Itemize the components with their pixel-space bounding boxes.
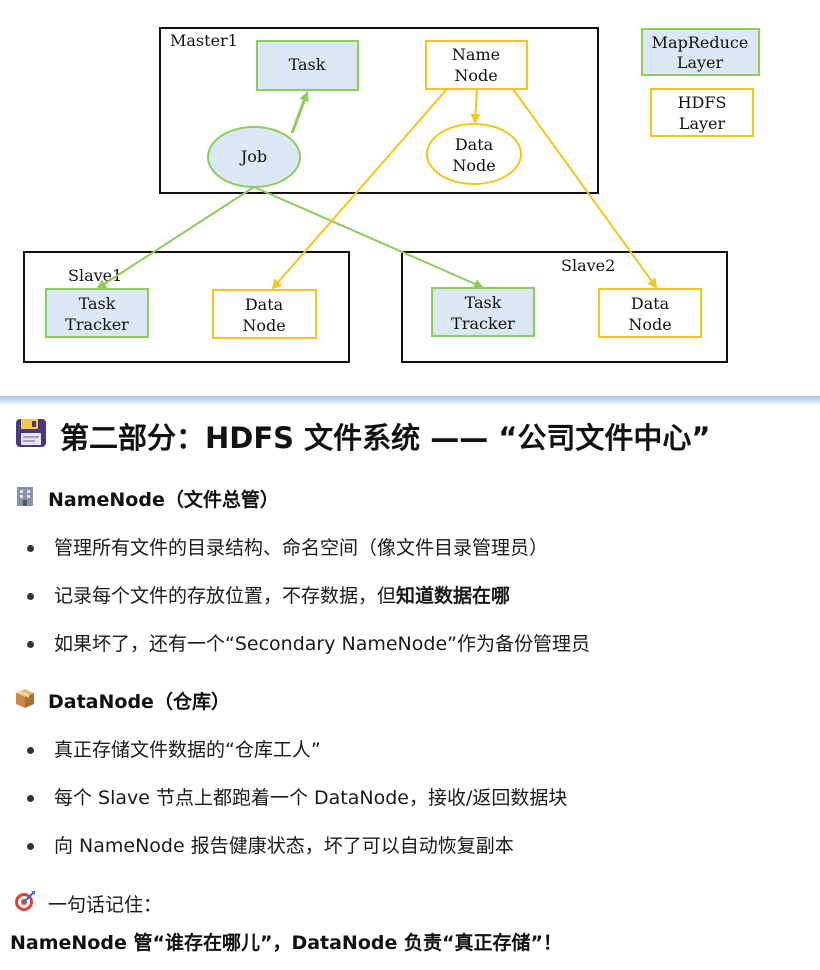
section-heading: 第二部分：HDFS 文件系统 —— “公司文件中心”	[14, 415, 710, 457]
datanode-bullet-2: 每个 Slave 节点上都跑着一个 DataNode，接收/返回数据块	[0, 785, 820, 833]
slave2-label: Slave2	[561, 256, 615, 275]
namenode-bullet-1-text: 管理所有文件的目录结构、命名空间（像文件目录管理员）	[54, 537, 549, 559]
legend-hdfs-label-1: HDFS	[678, 93, 727, 112]
name-node-label-1: Name	[452, 45, 500, 64]
datanode-bullet-3-text: 向 NameNode 报告健康状态，坏了可以自动恢复副本	[54, 835, 514, 857]
section-title: 第二部分：HDFS 文件系统 —— “公司文件中心”	[60, 421, 711, 455]
namenode-bullet-list: 管理所有文件的目录结构、命名空间（像文件目录管理员） 记录每个文件的存放位置，不…	[0, 535, 820, 679]
data-node-master	[426, 123, 522, 185]
remember-label: 一句话记住：	[48, 894, 163, 916]
slave1-data-node	[212, 289, 317, 339]
job-label: Job	[239, 147, 267, 166]
slave2-data-node	[598, 288, 702, 338]
namenode-bullet-1: 管理所有文件的目录结构、命名空间（像文件目录管理员）	[0, 535, 820, 583]
master1-label: Master1	[170, 31, 238, 50]
arrow-namenode-to-slave2-datanode	[512, 88, 658, 289]
namenode-bullet-3: 如果坏了，还有一个“Secondary NameNode”作为备份管理员	[0, 631, 820, 679]
package-box-icon	[14, 687, 36, 714]
legend-hdfs-label-2: Layer	[679, 114, 726, 133]
legend-mapreduce-label-1: MapReduce	[652, 33, 749, 52]
datanode-bullet-2-text: 每个 Slave 节点上都跑着一个 DataNode，接收/返回数据块	[54, 787, 568, 809]
remember-line: 一句话记住：	[14, 890, 162, 917]
namenode-bullet-3-text: 如果坏了，还有一个“Secondary NameNode”作为备份管理员	[54, 633, 590, 655]
slave1-task-tracker-label-1: Task	[79, 294, 116, 313]
section-separator	[0, 396, 820, 406]
slave2-box	[401, 251, 728, 363]
slave2-task-tracker	[431, 287, 535, 337]
arrow-job-to-slave2-tasktracker	[253, 186, 484, 289]
target-dart-icon	[14, 890, 36, 917]
datanode-bullet-list: 真正存储文件数据的“仓库工人” 每个 Slave 节点上都跑着一个 DataNo…	[0, 737, 820, 881]
slave2-task-tracker-label-1: Task	[465, 293, 502, 312]
arrow-namenode-to-slave1-datanode	[271, 88, 448, 290]
namenode-bullet-2-bold: 知道数据在哪	[396, 585, 511, 607]
slave1-task-tracker-label-2: Tracker	[65, 315, 129, 334]
name-node-label-2: Node	[454, 66, 497, 85]
hadoop-architecture-diagram: Master1 Task Name Node Data Node Job Map…	[23, 27, 760, 363]
namenode-bullet-2-text: 记录每个文件的存放位置，不存数据，但	[54, 585, 397, 607]
floppy-disk-icon	[14, 416, 48, 457]
arrow-namenode-to-datanode	[470, 88, 481, 124]
datanode-bullet-3: 向 NameNode 报告健康状态，坏了可以自动恢复副本	[0, 833, 820, 881]
summary-text: NameNode 管“谁存在哪儿”，DataNode 负责“真正存储”！	[10, 932, 562, 954]
slave1-box	[23, 251, 350, 363]
legend-mapreduce-layer	[641, 28, 760, 76]
master1-box	[159, 27, 599, 194]
arrow-job-to-task	[290, 91, 309, 134]
arrow-job-to-slave1-tasktracker	[96, 186, 255, 290]
slave1-label: Slave1	[68, 266, 122, 285]
task-label: Task	[289, 55, 326, 74]
datanode-heading: DataNode（仓库）	[14, 687, 230, 714]
data-node-master-label-2: Node	[452, 156, 495, 175]
datanode-bullet-1-text: 真正存储文件数据的“仓库工人”	[54, 739, 321, 761]
data-node-master-label-1: Data	[455, 135, 494, 154]
slave1-data-node-label-1: Data	[245, 295, 284, 314]
namenode-heading-text: NameNode（文件总管）	[48, 489, 279, 511]
slave2-data-node-label-2: Node	[628, 315, 671, 334]
slave2-data-node-label-1: Data	[631, 294, 670, 313]
legend-mapreduce-label-2: Layer	[677, 53, 724, 72]
namenode-bullet-2: 记录每个文件的存放位置，不存数据，但知道数据在哪	[0, 583, 820, 631]
slave1-task-tracker	[45, 288, 149, 338]
office-building-icon	[14, 485, 36, 512]
slave1-data-node-label-2: Node	[242, 316, 285, 335]
legend-hdfs-layer	[650, 88, 754, 137]
namenode-heading: NameNode（文件总管）	[14, 485, 279, 512]
task-node	[256, 40, 359, 91]
slave2-task-tracker-label-2: Tracker	[451, 314, 515, 333]
datanode-heading-text: DataNode（仓库）	[48, 691, 230, 713]
datanode-bullet-1: 真正存储文件数据的“仓库工人”	[0, 737, 820, 785]
